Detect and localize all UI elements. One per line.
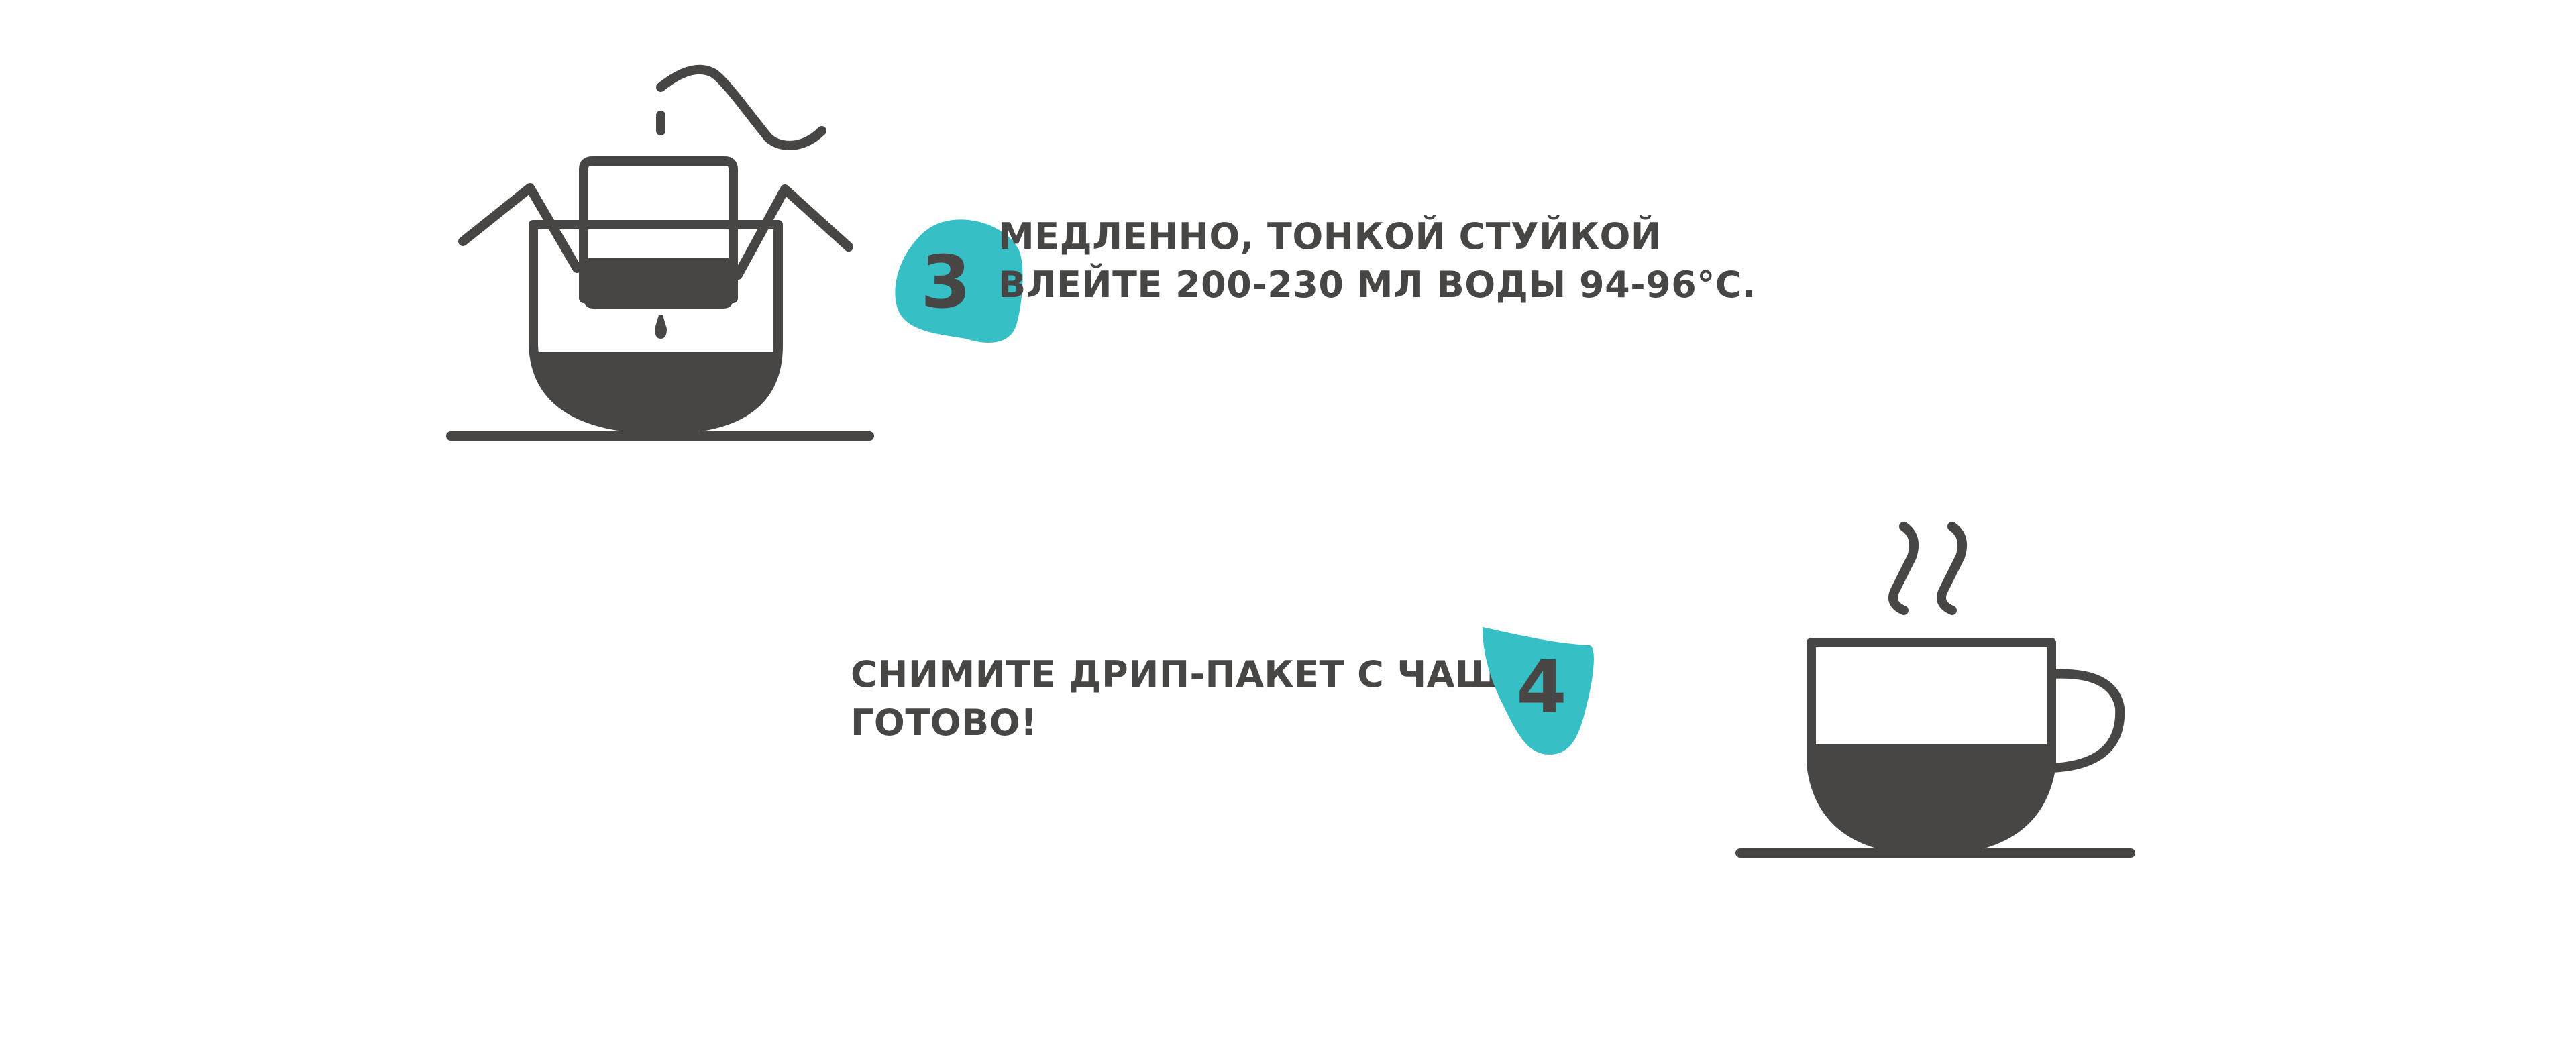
- step-number-4: 4: [1516, 646, 1566, 730]
- step-4-line-1: СНИМИТЕ ДРИП-ПАКЕТ С ЧАШКИ.: [851, 653, 1575, 696]
- drip-bag-on-cup-icon: [446, 64, 874, 441]
- coffee-cup-icon: [1735, 522, 2135, 858]
- step-3-line-1: МЕДЛЕННО, ТОНКОЙ СТУЙКОЙ: [998, 215, 1662, 258]
- step-3-text: МЕДЛЕННО, ТОНКОЙ СТУЙКОЙ ВЛЕЙТЕ 200-230 …: [998, 213, 1756, 309]
- step-4-text: СНИМИТЕ ДРИП-ПАКЕТ С ЧАШКИ. ГОТОВО!: [851, 651, 1575, 747]
- step-4-line-2: ГОТОВО!: [851, 702, 1038, 744]
- step-3-line-2: ВЛЕЙТЕ 200-230 МЛ ВОДЫ 94-96°С.: [998, 264, 1756, 306]
- step-badge-3: 3: [895, 219, 1023, 343]
- step-number-3: 3: [920, 241, 971, 325]
- step-badge-4: 4: [1483, 627, 1594, 755]
